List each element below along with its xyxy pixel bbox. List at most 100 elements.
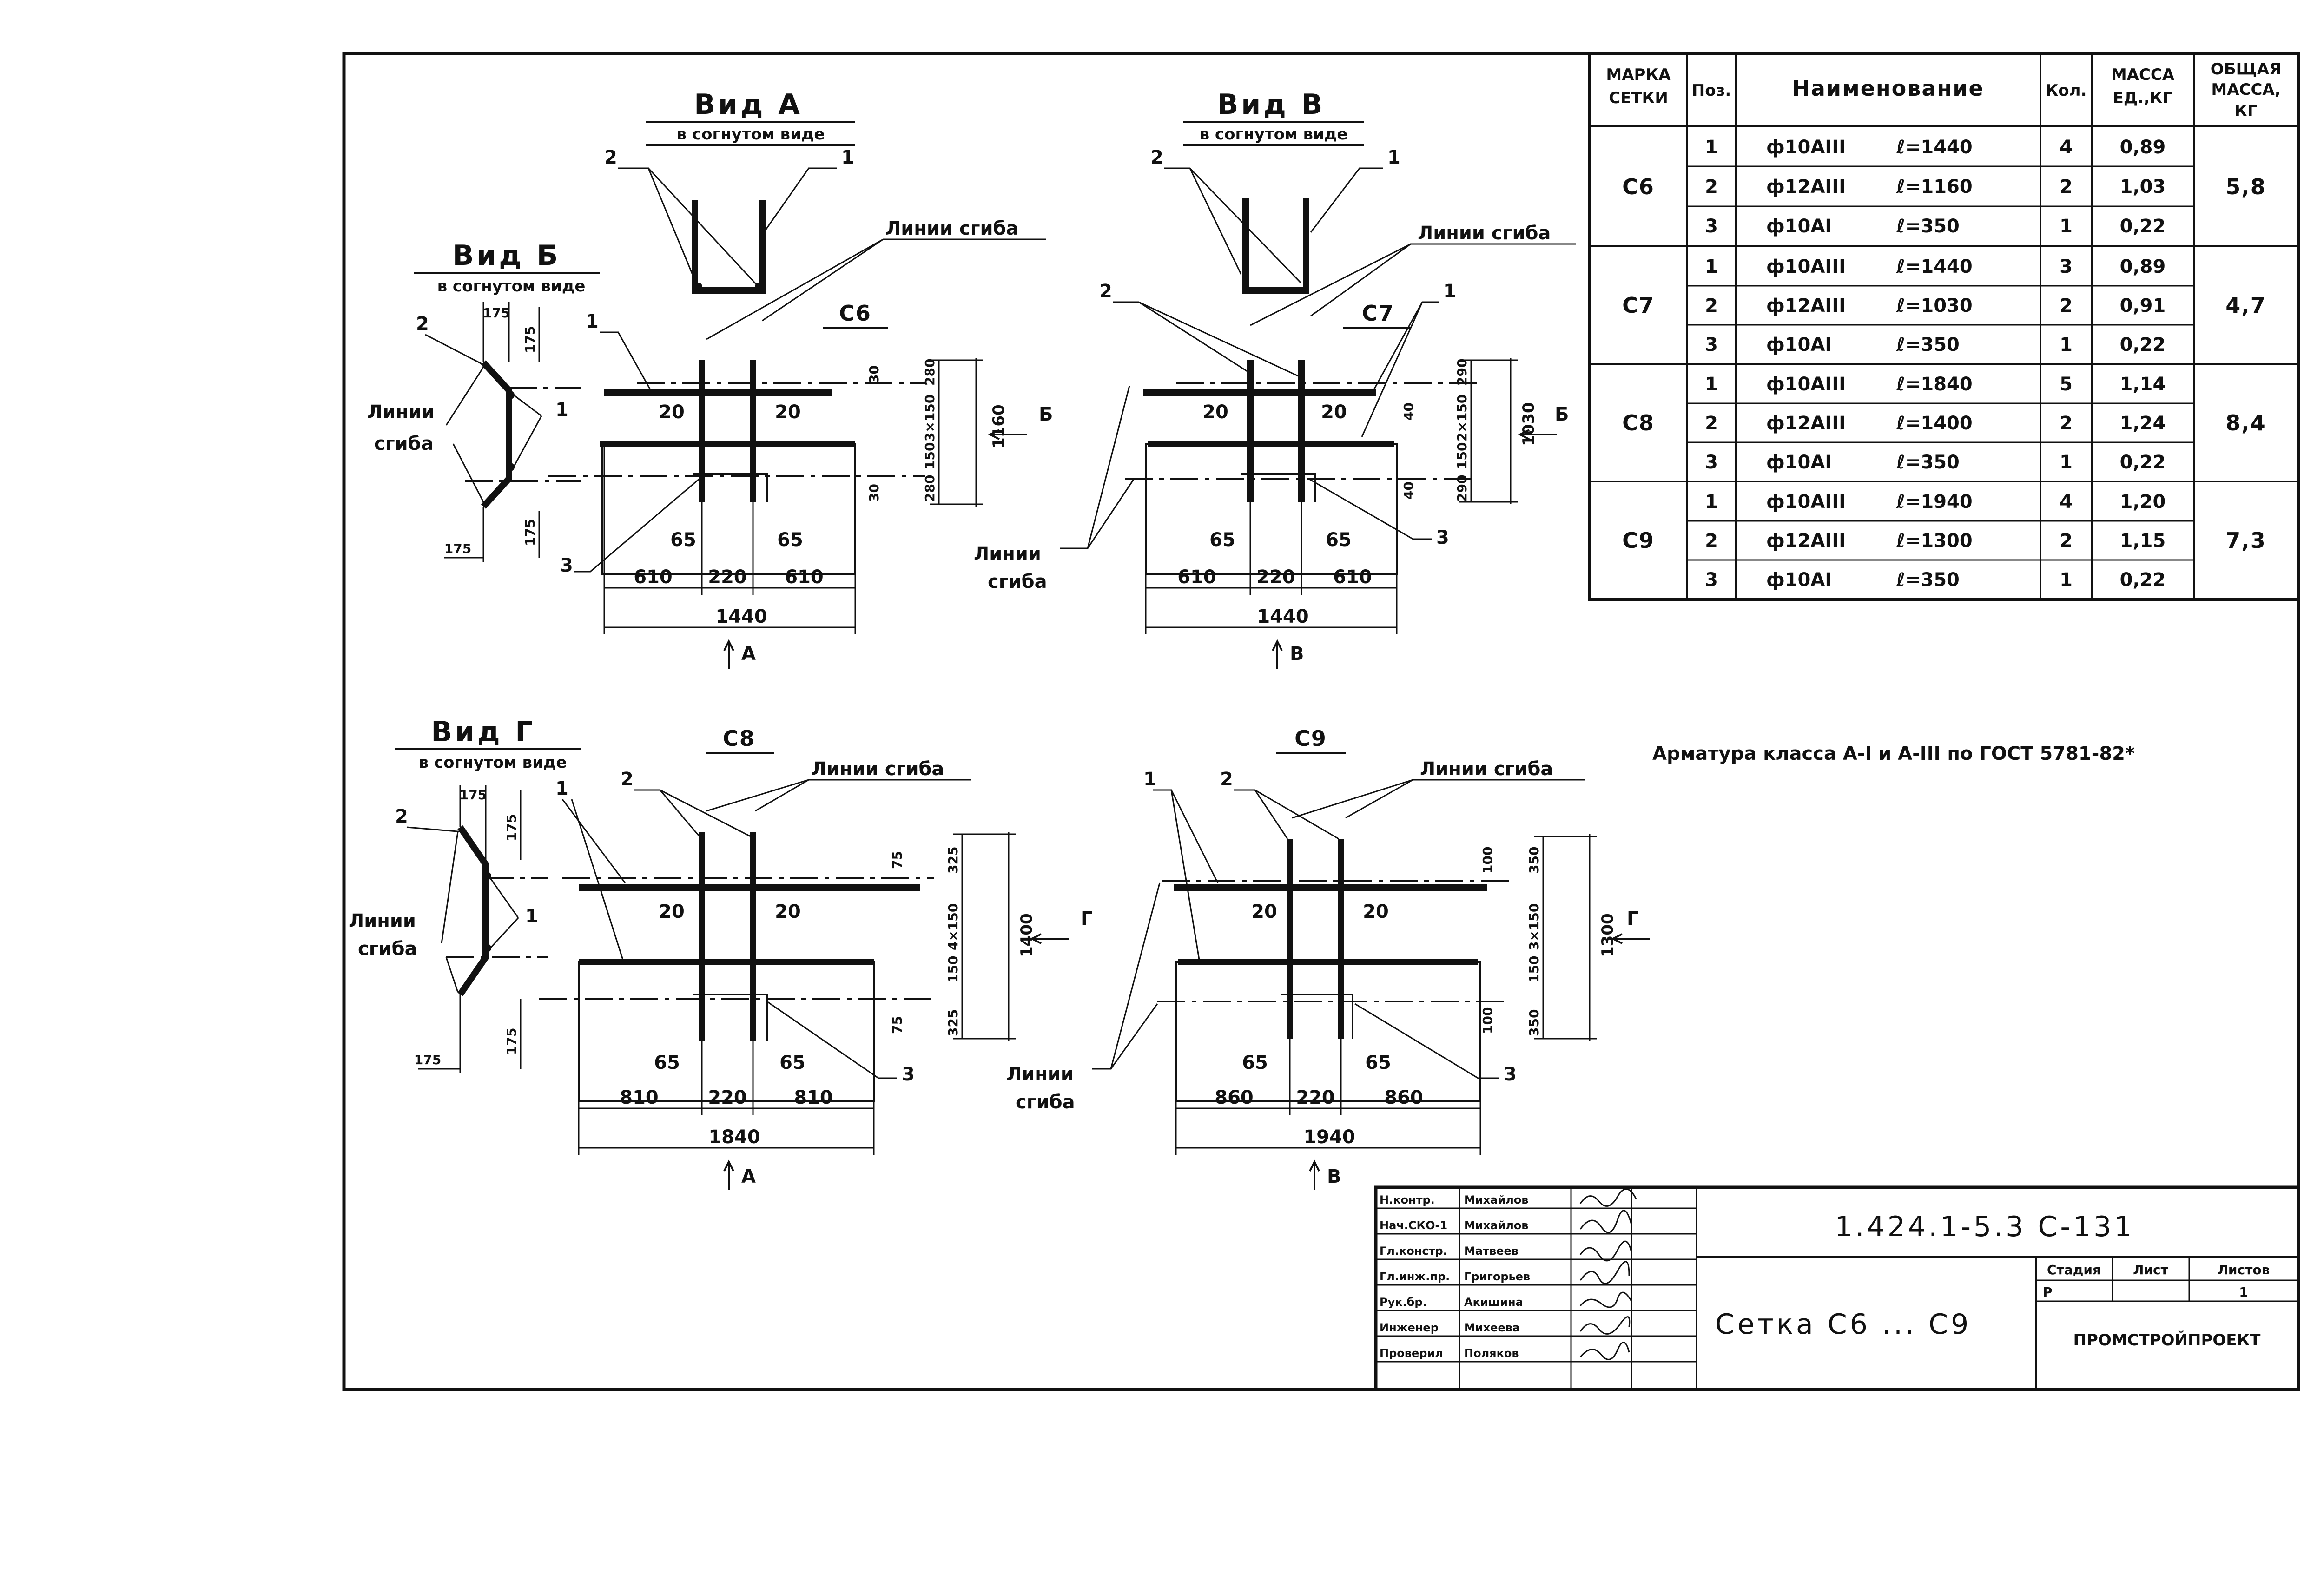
c6-dim-end: 30 [866,484,882,502]
qty-cell: 2 [2060,176,2073,198]
tb-role: Гл.инж.пр. [1380,1270,1450,1283]
c8-dim-middle: 220 [708,1087,747,1108]
unit-mass-cell: 1,15 [2120,530,2166,552]
c6-dim-hook: 65 [777,529,803,551]
c7-dim-offset: 20 [1321,402,1347,423]
mesh-c6-plan: С6 1 3 1160 280 3×150 150 280 30 30 20 2… [548,301,1053,669]
pos-cell: 2 [1705,530,1718,552]
c7-dim-offset: 20 [1202,402,1228,423]
total-mass-cell: 8,4 [2225,410,2266,435]
length-cell: ℓ=1440 [1896,256,1973,277]
pos-cell: 2 [1705,295,1718,316]
arrow-label-b: Б [1555,404,1569,425]
c8-dim-end: 75 [890,1016,905,1034]
unit-mass-cell: 0,91 [2120,295,2166,316]
c6-dim-offset: 20 [775,402,801,423]
diameter-cell: ф10АI [1766,216,1832,237]
c9-dim-offset: 20 [1363,901,1389,922]
sheet-frame [342,52,2300,1391]
c8-height-dim: 1400 [1017,913,1036,957]
length-cell: ℓ=350 [1896,569,1960,591]
pos-cell: 2 [1705,413,1718,434]
unit-mass-cell: 1,14 [2120,374,2166,395]
mark-cell: С6 [1622,174,1655,199]
qty-cell: 2 [2060,295,2073,316]
bend-lines-label: Линии сгиба [811,758,944,780]
callout-pos1: 1 [1387,147,1400,168]
c8-dim-gap: 150 [945,956,961,983]
tb-name: Матвеев [1464,1245,1519,1258]
c8-dim-mid: 4×150 [945,903,961,950]
c6-dim-offset: 20 [659,402,685,423]
c6-dim-middle: 220 [708,566,747,588]
tb-name: Михайлов [1464,1219,1528,1232]
total-mass-cell: 7,3 [2225,528,2266,553]
th-qty: Кол. [2046,81,2087,100]
c9-dim-mid: 3×150 [1526,903,1542,950]
c9-dim-middle: 220 [1296,1087,1335,1108]
bend-label-l2: сгиба [358,938,417,960]
view-v-bent: Вид В в согнутом виде 2 1 Линии сгиба [1150,88,1576,326]
length-cell: ℓ=350 [1896,334,1960,356]
length-cell: ℓ=1160 [1896,176,1973,198]
length-cell: ℓ=1840 [1896,374,1973,395]
c9-mark-label: С9 [1294,726,1327,751]
specification-table: МАРКА СЕТКИ Поз. Наименование Кол. МАССА… [1588,52,2300,601]
arrow-label-g: Г [1627,908,1639,929]
c7-dim-bot: 290 [1454,475,1470,502]
arrow-label-b: Б [1039,404,1053,425]
c9-height-dim: 1300 [1598,913,1617,957]
pos-cell: 1 [1705,137,1718,158]
length-cell: ℓ=350 [1896,216,1960,237]
c9-dim-offset: 20 [1251,901,1277,922]
pos-cell: 3 [1705,216,1718,237]
c8-dim-hook: 65 [779,1052,805,1073]
c6-mark-label: С6 [839,301,872,326]
c8-dim-side: 810 [620,1087,659,1108]
qty-cell: 1 [2060,334,2073,356]
callout-pos2: 2 [395,806,408,827]
pos-cell: 1 [1705,256,1718,277]
callout-pos3: 3 [560,555,573,576]
th-name: Наименование [1792,76,1984,101]
tb-name: Григорьев [1464,1270,1530,1283]
sheets-label: Листов [2218,1262,2270,1278]
c7-dim-side: 610 [1177,566,1216,588]
diameter-cell: ф10АI [1766,452,1832,473]
stage-label: Стадия [2047,1262,2101,1278]
c7-dim-gap: 150 [1454,442,1470,469]
c8-dim-top: 325 [945,847,961,874]
sheets-value: 1 [2239,1284,2248,1300]
c7-dim-top: 290 [1454,359,1470,386]
callout-pos3: 3 [902,1064,915,1085]
diameter-cell: ф12АIII [1766,176,1846,198]
view-v-subtitle: в согнутом виде [1200,125,1348,144]
tb-role: Инженер [1380,1321,1439,1334]
mesh-c7-plan: С7 2 1 3 Линии сгиба 1030 290 2×150 150 … [974,281,1569,669]
diameter-cell: ф10АIII [1766,491,1846,513]
callout-pos2: 2 [1150,147,1163,168]
mesh-c9-plan: С9 1 2 Линии сгиба 3 Линии сгиба 1300 35… [1006,726,1650,1190]
diameter-cell: ф10АI [1766,569,1832,591]
c8-dim-total: 1840 [708,1126,760,1148]
arrow-label-g: Г [1081,908,1093,929]
c7-dim-side: 610 [1333,566,1372,588]
callout-pos2: 2 [621,769,634,790]
callout-pos3: 3 [1504,1064,1517,1085]
unit-mass-cell: 0,22 [2120,334,2166,356]
qty-cell: 1 [2060,216,2073,237]
c8-dim-hook: 65 [654,1052,680,1073]
qty-cell: 1 [2060,452,2073,473]
sheet-label: Лист [2133,1262,2168,1278]
c6-height-dim: 1160 [990,404,1008,448]
pos-cell: 3 [1705,569,1718,591]
bend-label-l1: Линии [349,910,416,932]
c9-dim-top: 350 [1526,847,1542,874]
diameter-cell: ф10АIII [1766,374,1846,395]
pos-cell: 3 [1705,334,1718,356]
length-cell: ℓ=1300 [1896,530,1973,552]
bend-label-l2: сгиба [374,433,434,454]
dim-bend-175: 175 [444,541,471,556]
length-cell: ℓ=1440 [1896,137,1973,158]
callout-pos1: 1 [841,147,854,168]
